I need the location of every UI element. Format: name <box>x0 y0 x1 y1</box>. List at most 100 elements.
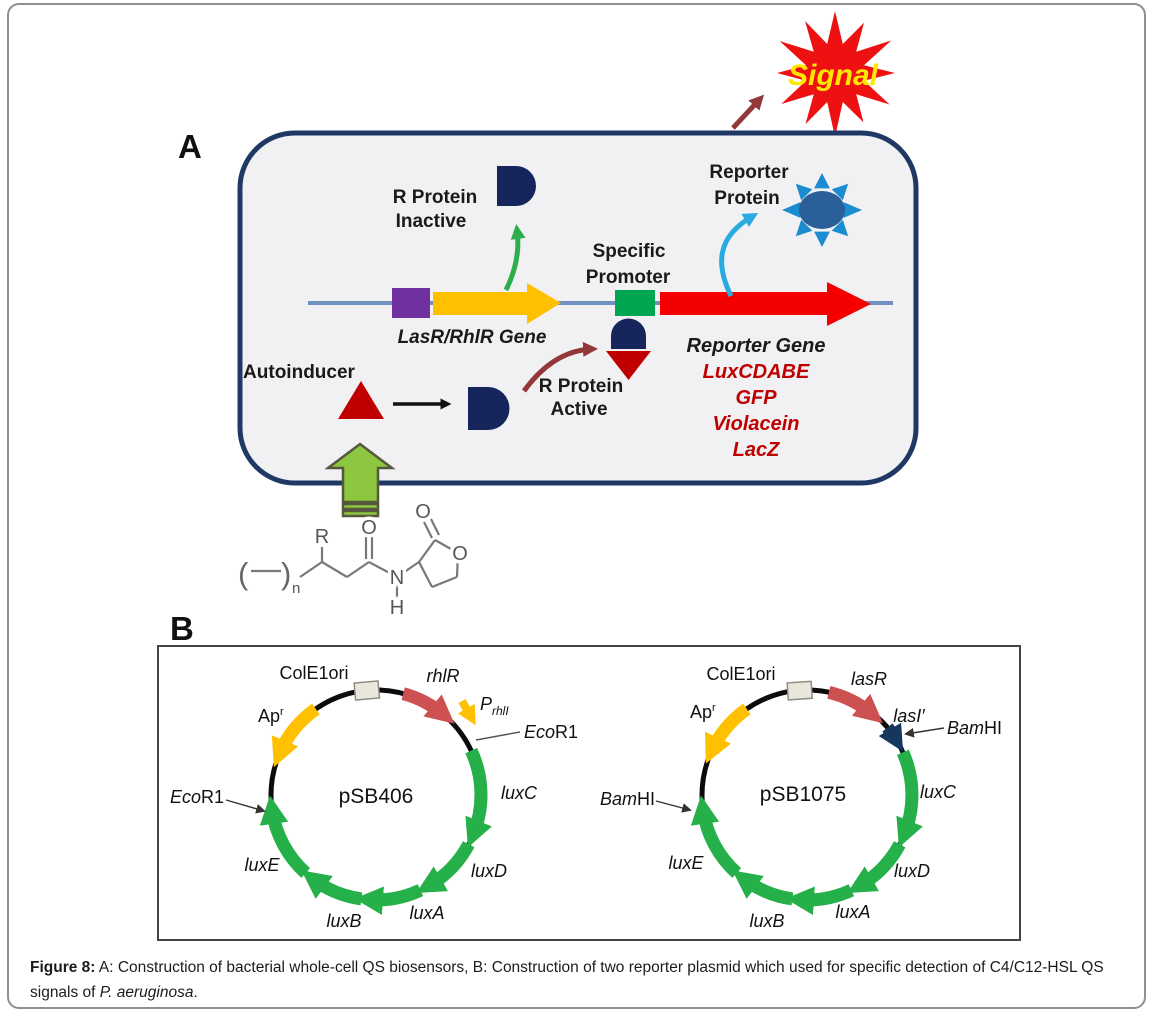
figure-caption-species: P. aeruginosa <box>99 983 194 1001</box>
luxb-label: luxB <box>749 911 784 931</box>
activation-arrow-darkred <box>521 341 598 393</box>
panel-b-box <box>157 645 1021 941</box>
bamhi-left-label: BamHI <box>600 789 655 809</box>
luxd-arc <box>847 841 906 894</box>
cole1ori-marker <box>786 680 814 701</box>
reporter-protein-label-2: Protein <box>714 188 779 209</box>
luxb-label: luxB <box>326 911 361 931</box>
carbonyl-o: O <box>361 517 377 539</box>
bamhi-left-pointer <box>655 800 692 813</box>
reporter-gene-arrow <box>660 282 871 326</box>
panel-a: A Signal R Protein Inactive LasR/RhlR Ge… <box>178 11 919 623</box>
plasmid-psb406: ColE1ori rhlR PrhlI EcoR1 EcoR1 Apr pSB4… <box>170 663 578 931</box>
lasi-arc <box>878 722 904 752</box>
expression-arrow-green <box>503 224 526 292</box>
luxd-label: luxD <box>894 861 930 881</box>
luxc-label: luxC <box>501 783 538 803</box>
autoinducer-label: Autoinducer <box>243 362 355 383</box>
r-protein-inactive-label-1: R Protein <box>393 187 477 208</box>
r-protein-inactive-icon <box>497 166 536 206</box>
ecor1-left-pointer <box>225 799 266 814</box>
ap-resistance-label: Apr <box>258 706 284 726</box>
ahl-molecule <box>251 518 460 598</box>
reporter-gene-title: Reporter Gene <box>687 335 826 357</box>
figure-caption-text: A: Construction of bacterial whole-cell … <box>30 959 1104 1001</box>
luxe-arc <box>259 795 311 878</box>
luxe-label: luxE <box>668 853 704 873</box>
lasr-label: lasR <box>851 669 887 689</box>
prhli-label: PrhlI <box>480 694 509 718</box>
cole1ori-marker <box>353 680 381 701</box>
figure-caption-period: . <box>193 983 198 1001</box>
reporter-gene-gfp: GFP <box>735 387 777 409</box>
reporter-gene-lacz: LacZ <box>733 439 780 461</box>
plasmid-name: pSB1075 <box>760 783 846 806</box>
luxa-label: luxA <box>409 903 444 923</box>
lasr-rhlr-gene-arrow <box>433 283 561 324</box>
panel-a-label: A <box>178 128 202 165</box>
lasi-label: lasI′ <box>893 706 925 726</box>
amide-n: N <box>390 567 404 589</box>
r-protein-icon <box>468 387 510 430</box>
specific-promoter-label-1: Specific <box>593 241 666 262</box>
bamhi-right-label: BamHI <box>947 718 1002 738</box>
specific-promoter-label-2: Promoter <box>586 267 671 288</box>
lactone-carbonyl-o: O <box>415 501 431 523</box>
ap-resistance-arc <box>704 703 751 764</box>
lasr-gene-arc <box>827 685 883 724</box>
reporter-protein-sun-icon <box>782 173 862 247</box>
signal-emission-arrow <box>731 94 765 130</box>
prhli-promoter-arrow <box>457 699 476 726</box>
reporter-gene-luxcdabe: LuxCDABE <box>703 361 810 383</box>
ecor1-right-pointer <box>475 731 521 741</box>
amide-h: H <box>390 597 404 619</box>
reporter-gene-violacein: Violacein <box>712 413 799 435</box>
repeat-n: n <box>292 580 300 597</box>
cole1ori-label: ColE1ori <box>706 664 775 684</box>
cole1ori-label: ColE1ori <box>279 663 348 683</box>
r-protein-active-label-1: R Protein <box>539 376 623 397</box>
ecor1-right-label: EcoR1 <box>524 722 578 742</box>
luxd-arc <box>416 841 475 894</box>
r-group: R <box>315 526 329 548</box>
signal-starburst-icon <box>777 11 895 137</box>
bound-r-protein-icon <box>611 318 646 349</box>
panel-b: B ColE1ori rhlR PrhlI <box>157 610 1021 941</box>
luxc-arc <box>465 747 492 848</box>
plasmid-name: pSB406 <box>339 785 414 808</box>
luxe-label: luxE <box>244 855 280 875</box>
rhlr-gene-arc <box>401 687 455 724</box>
ap-resistance-arc <box>271 703 320 768</box>
gene-promoter-purple-box <box>392 288 430 318</box>
autoinducer-triangle-icon <box>338 381 384 419</box>
autoinducer-entry-arrow <box>324 442 396 518</box>
luxc-label: luxC <box>920 782 957 802</box>
rhlr-label: rhlR <box>426 666 459 686</box>
luxb-arc <box>732 870 794 906</box>
lactone-ring-o: O <box>452 543 468 565</box>
luxc-arc <box>896 749 923 848</box>
luxe-arc <box>690 795 742 878</box>
bamhi-right-pointer <box>904 727 945 738</box>
luxd-label: luxD <box>471 861 507 881</box>
bound-autoinducer-icon <box>606 351 651 380</box>
luxa-arc <box>785 884 855 915</box>
luxa-label: luxA <box>835 902 870 922</box>
paren-open: ( <box>238 556 249 591</box>
figure-caption-label: Figure 8: <box>30 959 96 976</box>
signal-label: Signal <box>788 59 879 92</box>
panel-b-label: B <box>170 610 194 647</box>
ap-resistance-label: Apr <box>690 702 716 722</box>
plasmid-psb1075: ColE1ori lasR lasI′ BamHI BamHI Apr pSB1… <box>600 664 1002 931</box>
figure-caption: Figure 8: A: Construction of bacterial w… <box>30 956 1138 1006</box>
specific-promoter-box <box>615 290 655 316</box>
luxa-arc <box>354 884 424 915</box>
luxb-arc <box>301 870 363 906</box>
r-protein-active-label-2: Active <box>550 399 607 420</box>
lasr-rhlr-gene-label: LasR/RhlR Gene <box>398 327 547 348</box>
reporter-protein-label-1: Reporter <box>709 162 789 183</box>
r-protein-inactive-label-2: Inactive <box>396 211 467 232</box>
ahl-molecule-labels: ( ) n R O N H O O <box>238 498 471 623</box>
